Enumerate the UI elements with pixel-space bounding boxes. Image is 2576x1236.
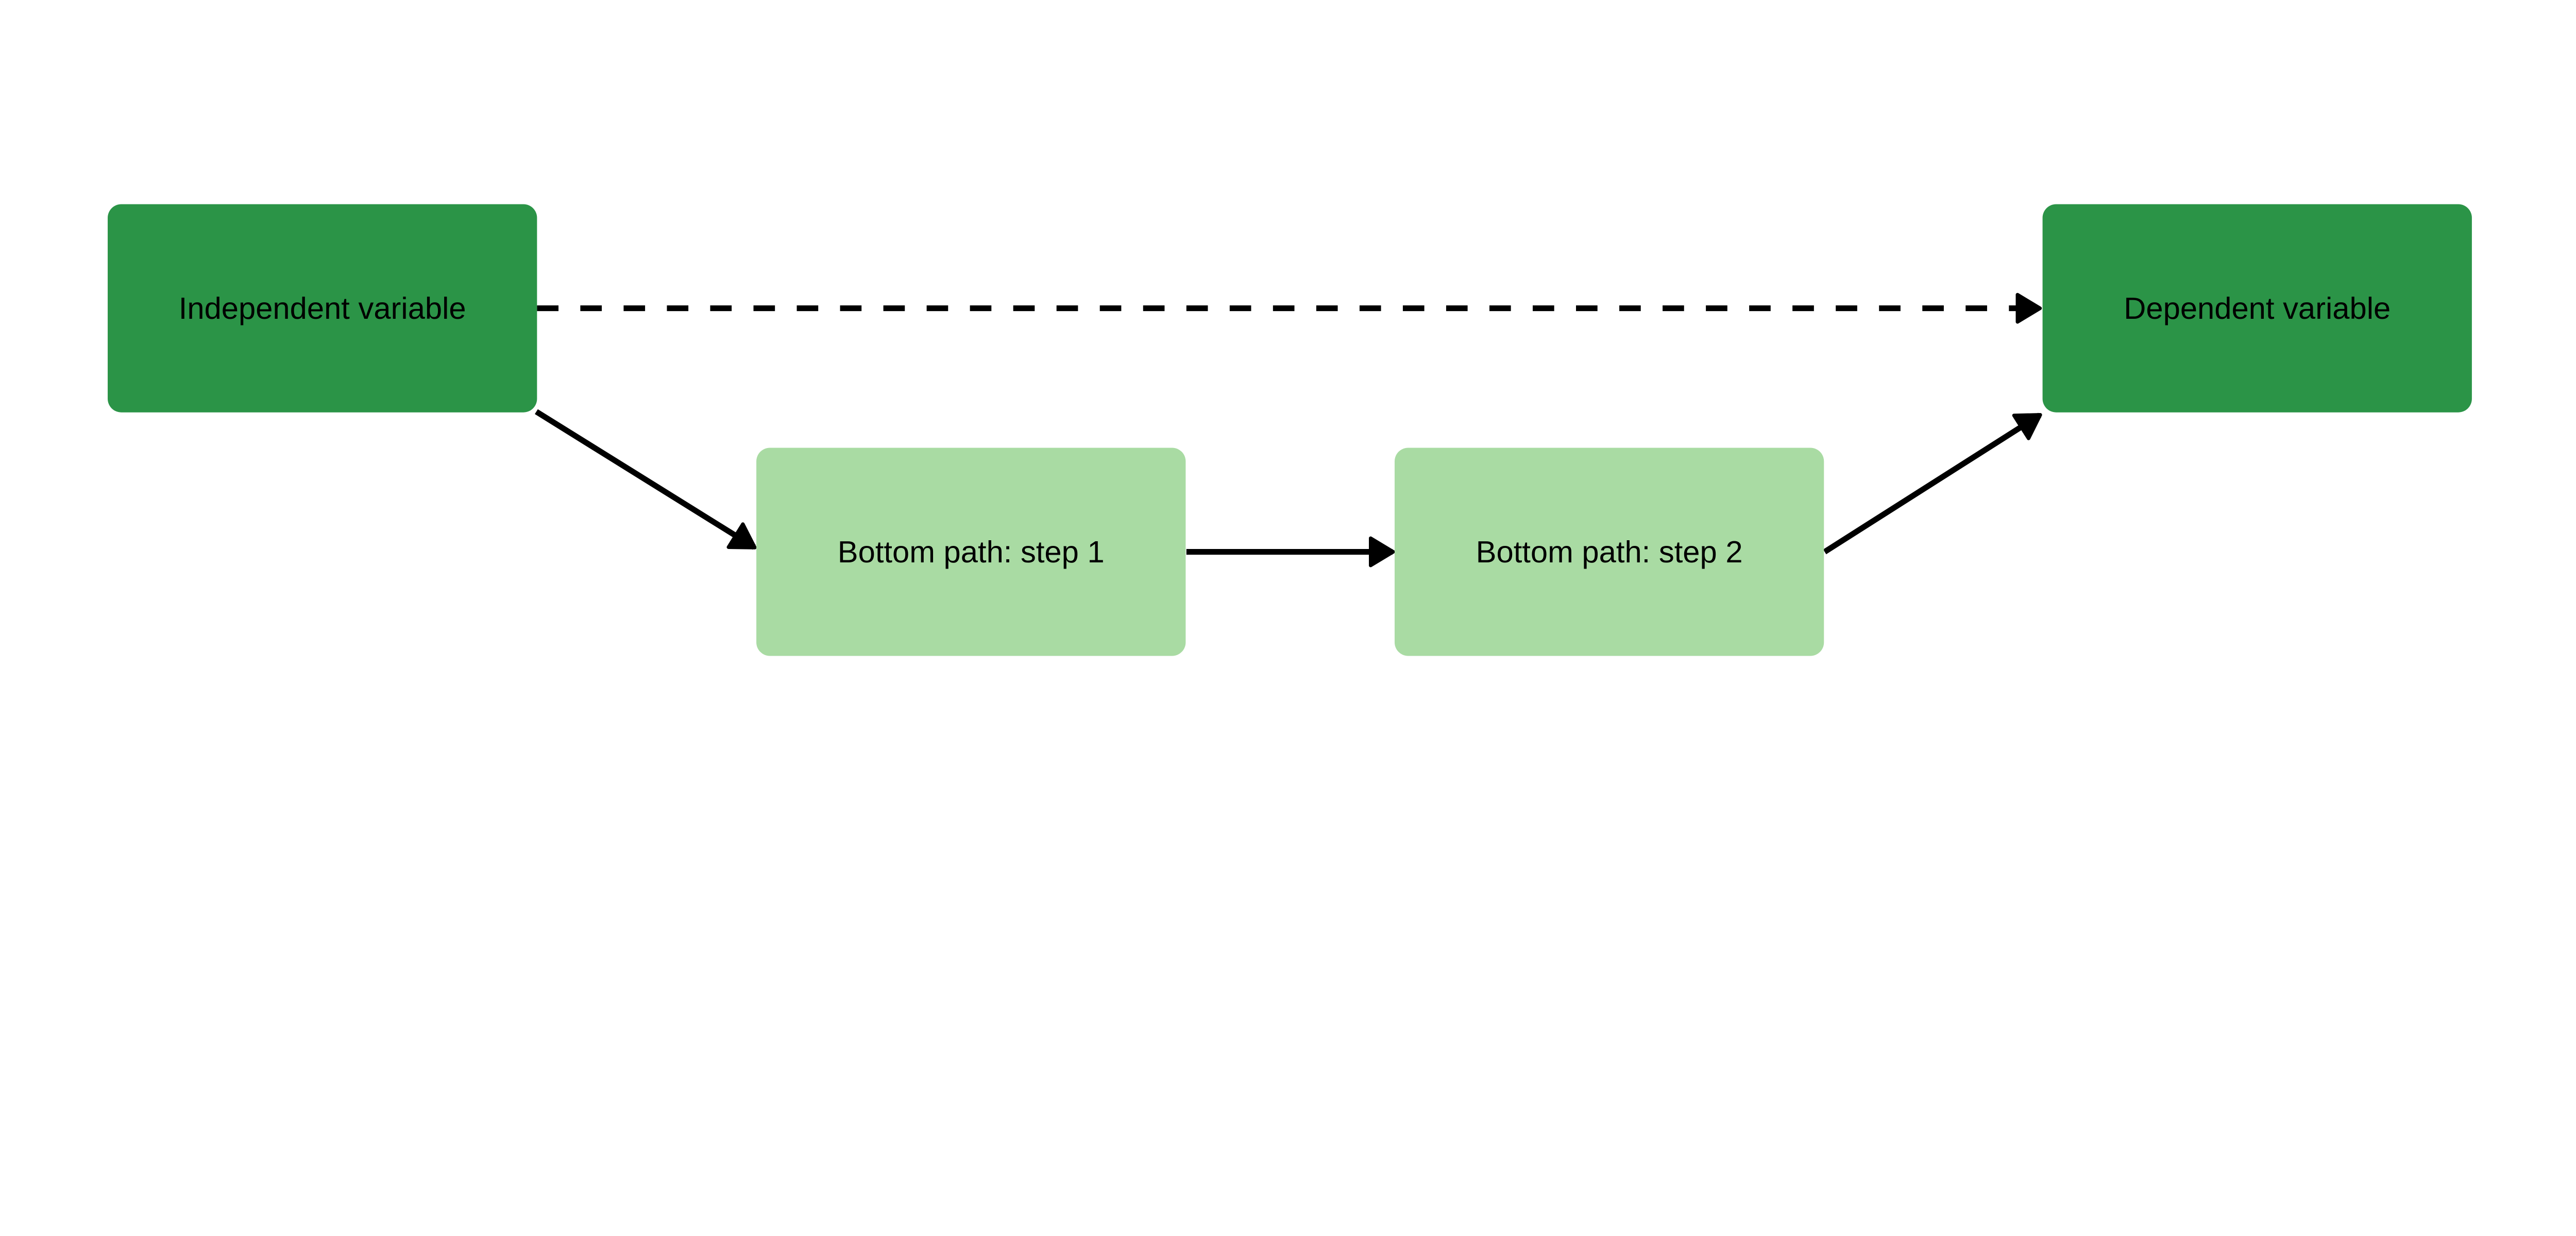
node-bottom-path-step-1: Bottom path: step 1 — [756, 448, 1186, 656]
node-label-independent-variable: Independent variable — [179, 291, 466, 325]
node-label-bottom-path-step-1: Bottom path: step 1 — [838, 535, 1105, 569]
node-dependent-variable: Dependent variable — [2042, 204, 2472, 413]
node-box-dependent-variable — [2042, 204, 2472, 413]
edge-independent-to-step-1-arrow — [535, 409, 757, 550]
nodes-layer: Independent variable Dependent variableBo… — [108, 204, 2472, 656]
node-box-bottom-path-step-2 — [1394, 448, 1824, 656]
edge-step-2-to-dependent-arrow — [1823, 413, 2042, 555]
node-independent-variable: Independent variable — [108, 204, 537, 413]
node-bottom-path-step-2: Bottom path: step 2 — [1394, 448, 1824, 656]
mediation-flowchart: Independent variable Dependent variableBo… — [108, 204, 2472, 656]
node-label-bottom-path-step-2: Bottom path: step 2 — [1476, 535, 1743, 569]
edges-layer — [535, 293, 2042, 568]
node-label-dependent-variable: Dependent variable — [2124, 291, 2391, 325]
node-box-bottom-path-step-1 — [756, 448, 1186, 656]
node-box-independent-variable — [108, 204, 537, 413]
